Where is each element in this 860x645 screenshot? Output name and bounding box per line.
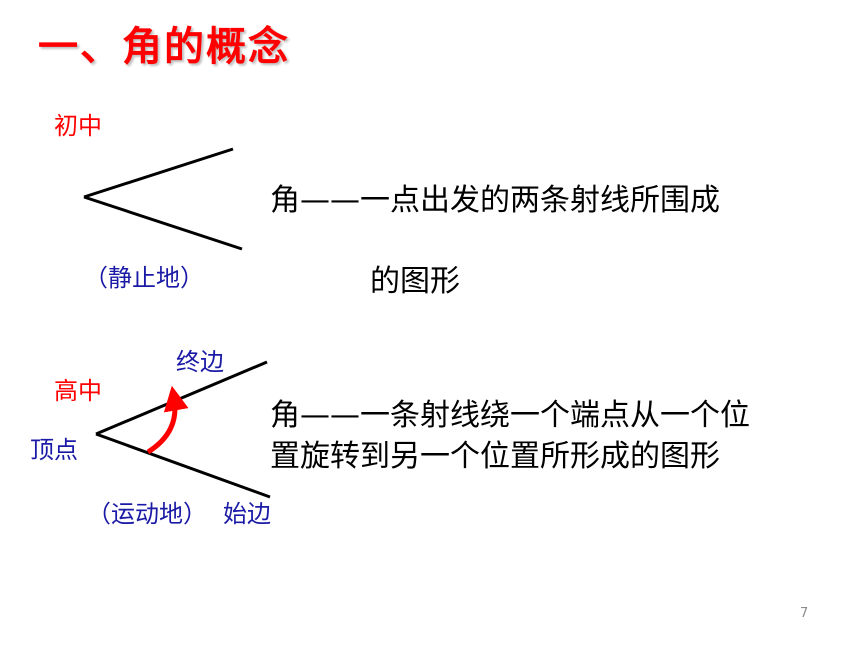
slide-number: 7 <box>800 606 809 621</box>
senior-definition-line2: 置旋转到另一个位置所形成的图形 <box>270 439 720 474</box>
senior-mode: （运动地） <box>87 500 207 528</box>
rotating-angle <box>95 360 271 499</box>
senior-definition-line1: 角——一条射线绕一个端点从一个位 <box>270 398 750 433</box>
senior-label: 高中 <box>54 377 102 405</box>
initial-side-ray <box>95 432 271 499</box>
static-angle <box>83 147 243 251</box>
junior-label: 初中 <box>54 112 102 140</box>
junior-definition-line2: 的图形 <box>370 264 460 299</box>
terminal-side-label: 终边 <box>176 348 224 376</box>
slide-title: 一、角的概念 <box>38 24 290 70</box>
vertex-label: 顶点 <box>30 436 78 464</box>
rotation-arrow-icon <box>146 385 189 455</box>
junior-mode: （静止地） <box>84 264 204 292</box>
initial-side-label: 始边 <box>223 500 271 528</box>
junior-definition-line1: 角——一点出发的两条射线所围成 <box>270 183 720 218</box>
static-angle-lower-ray <box>83 195 243 251</box>
static-angle-upper-ray <box>83 147 234 199</box>
